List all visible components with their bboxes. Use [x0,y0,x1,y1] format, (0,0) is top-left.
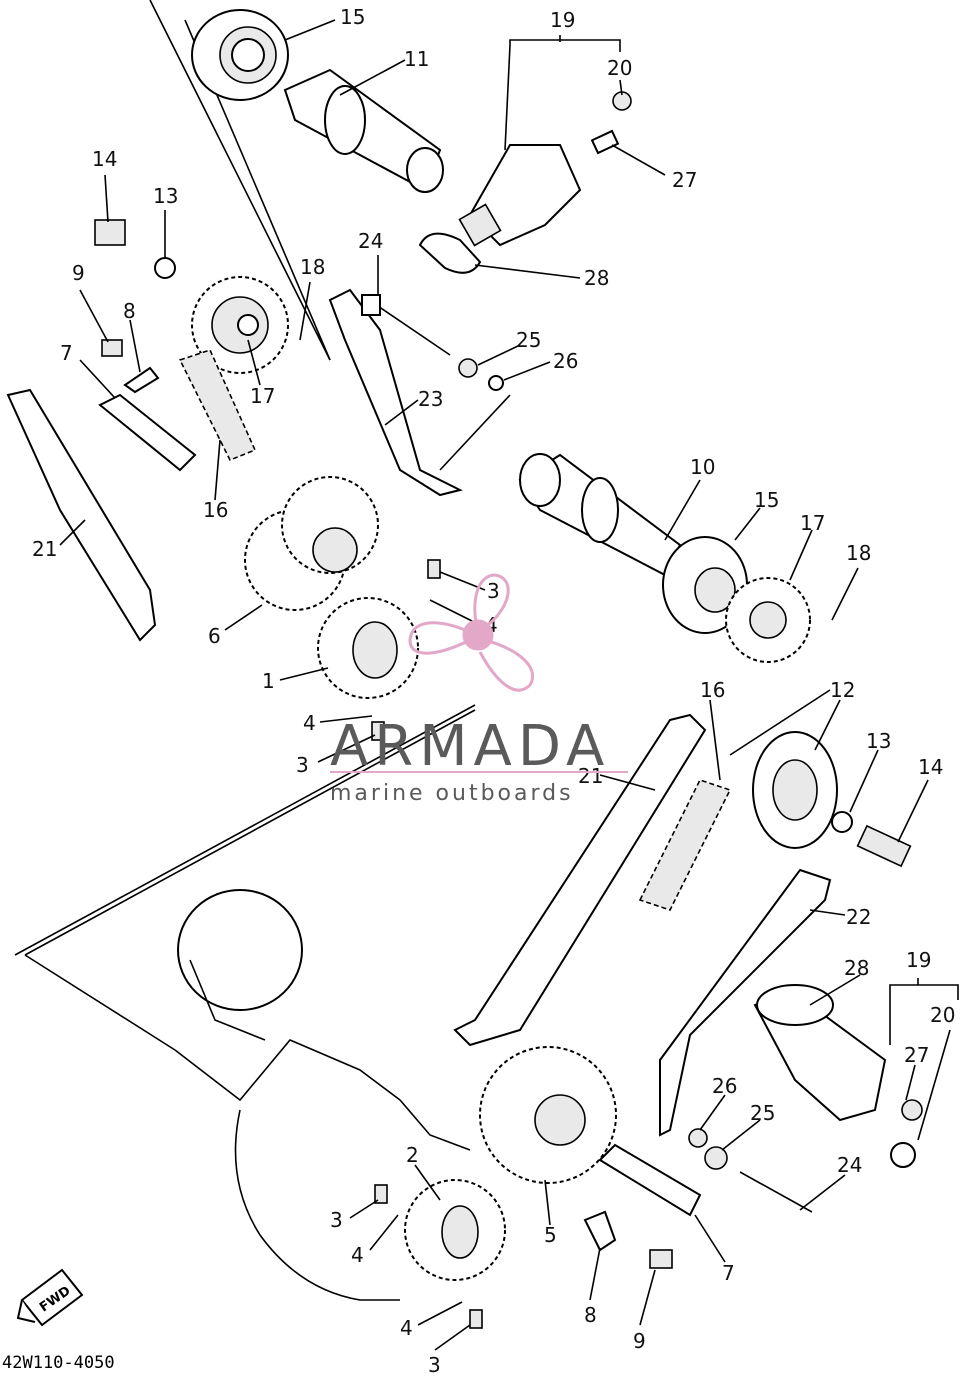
part-shaft-7-top [98,393,197,472]
part-gear-5 [479,1046,617,1184]
label-17-b: 17 [800,511,825,535]
label-7-b: 7 [722,1261,735,1285]
label-4-c: 4 [351,1243,364,1267]
label-3-b: 3 [296,753,309,777]
part-sprocket-top [191,276,289,374]
label-6: 6 [208,624,221,648]
part-rod-24-top [361,294,451,356]
label-8-top: 8 [123,299,136,323]
label-10: 10 [690,455,715,479]
part-idler-gear-6 [244,476,379,611]
part-sprocket-17b [725,577,811,663]
part-chain-top [178,349,257,462]
part-guide-21b [453,713,707,1047]
label-20-b: 20 [930,1003,955,1027]
label-16-top: 16 [203,498,228,522]
part-shaft-7b [598,1143,702,1217]
part-guide-23-top [328,288,463,497]
part-guide-21-top [6,388,157,642]
label-28-b: 28 [844,956,869,980]
label-22: 22 [846,905,871,929]
label-24-b: 24 [837,1153,862,1177]
part-gear-2 [404,1179,506,1281]
label-15-top: 15 [340,5,365,29]
part-engine-outline [174,889,471,1301]
label-25-b: 25 [750,1101,775,1125]
label-19-b: 19 [906,948,931,972]
label-1: 1 [262,669,275,693]
fwd-arrow-tag: FWD [16,1268,84,1327]
part-gear-1 [317,597,419,699]
label-25-top: 25 [516,328,541,352]
part-tensioner-19b [753,984,887,1122]
part-small-hardware-top [94,91,632,394]
watermark-brand: ARMADA [330,714,610,779]
label-11: 11 [404,47,429,71]
label-20-top: 20 [607,56,632,80]
label-21-top: 21 [32,537,57,561]
label-18-top: 18 [300,255,325,279]
label-3-a: 3 [487,579,500,603]
label-14-b: 14 [918,755,943,779]
label-5: 5 [544,1223,557,1247]
label-13-b: 13 [866,729,891,753]
label-3-d: 3 [428,1353,441,1374]
label-9-b: 9 [633,1329,646,1353]
label-24-top: 24 [358,229,383,253]
part-gasket-top [418,232,482,274]
label-19-top: 19 [550,8,575,32]
label-8-b: 8 [584,1303,597,1327]
label-13-top: 13 [153,184,178,208]
label-3-c: 3 [330,1208,343,1232]
part-camshaft-top [283,68,444,193]
part-labels: 15 11 19 20 27 28 14 13 18 17 9 8 7 16 2… [32,5,955,1377]
part-chain-16b [638,779,732,911]
label-4-b: 4 [303,711,316,735]
label-7-top: 7 [60,341,73,365]
part-tensioner-top [458,144,582,247]
label-12: 12 [830,678,855,702]
part-cam-bearing-top [191,9,289,101]
label-14-top: 14 [92,147,117,171]
label-21-b: 21 [578,764,603,788]
label-15-b: 15 [754,488,779,512]
part-small-hardware-lower [371,559,923,1329]
part-guide-22 [659,868,832,1137]
part-bearing-12 [752,731,838,849]
label-27-top: 27 [672,168,697,192]
label-16-b: 16 [700,678,725,702]
part-camshaft-10 [518,453,682,577]
propeller-logo-icon [408,573,535,692]
watermark: ARMADA marine outboards [330,573,628,806]
label-27-b: 27 [904,1043,929,1067]
label-4-d: 4 [400,1316,413,1340]
watermark-tagline: marine outboards [330,781,574,806]
label-26-top: 26 [553,349,578,373]
label-26-b: 26 [712,1074,737,1098]
diagram-code: 42W110-4050 [2,1353,115,1373]
label-18-b: 18 [846,541,871,565]
label-9-top: 9 [72,261,85,285]
leader-lines [59,19,959,1351]
label-23: 23 [418,387,443,411]
label-17-top: 17 [250,384,275,408]
label-28-top: 28 [584,266,609,290]
label-2: 2 [406,1143,419,1167]
